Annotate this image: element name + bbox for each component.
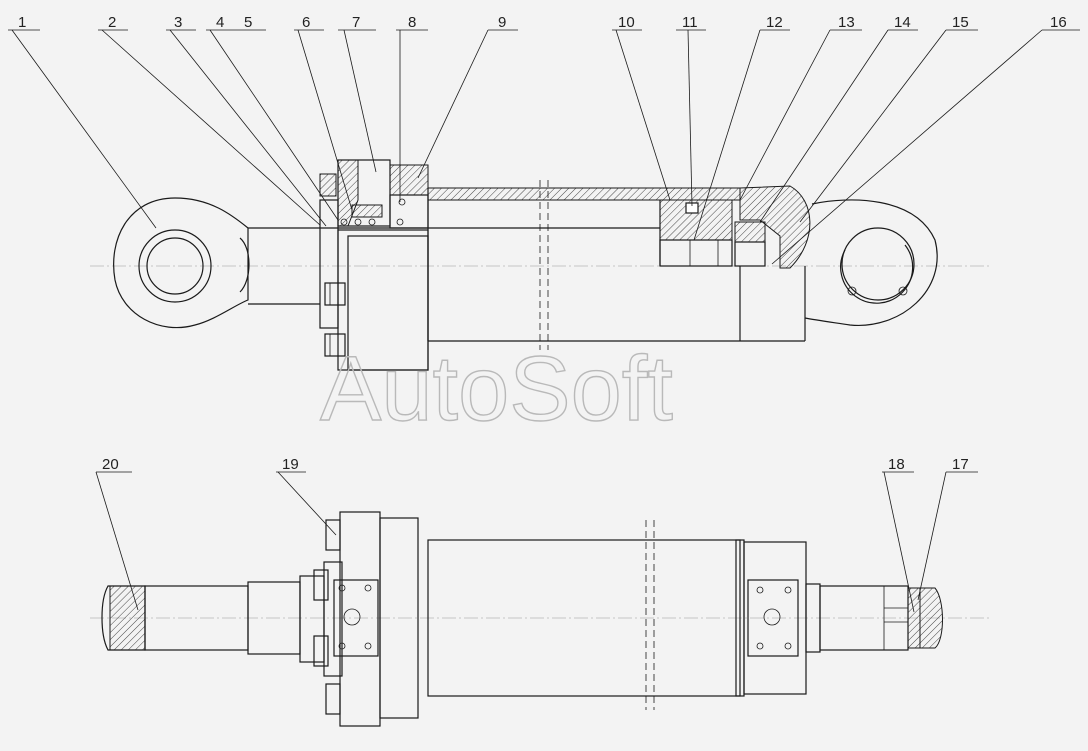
callout-14: 14 — [894, 14, 911, 31]
callout-8: 8 — [408, 14, 416, 31]
callout-16: 16 — [1050, 14, 1067, 31]
rod-eye-left — [113, 197, 660, 329]
callout-4: 4 — [216, 14, 224, 31]
callout-15: 15 — [952, 14, 969, 31]
clevis-eye-right — [804, 199, 938, 326]
callout-20: 20 — [102, 456, 119, 473]
bottom-exterior-view — [90, 471, 990, 727]
callout-18: 18 — [888, 456, 905, 473]
top-section-view — [8, 29, 1080, 371]
head-flange — [299, 511, 419, 727]
leader-lines-top — [8, 29, 1080, 265]
rod-end-left — [101, 581, 301, 655]
callout-13: 13 — [838, 14, 855, 31]
callout-3: 3 — [174, 14, 182, 31]
watermark-text: AutoSoft — [320, 338, 673, 440]
barrel-exterior — [427, 520, 745, 710]
callout-7: 7 — [352, 14, 360, 31]
callout-6: 6 — [302, 14, 310, 31]
callout-17: 17 — [952, 456, 969, 473]
callout-2: 2 — [108, 14, 116, 31]
callout-9: 9 — [498, 14, 506, 31]
callout-11: 11 — [682, 14, 698, 31]
callout-10: 10 — [618, 14, 635, 31]
callout-5: 5 — [244, 14, 252, 31]
cap-end-exterior — [743, 541, 943, 695]
cap-end — [734, 185, 811, 342]
callout-12: 12 — [766, 14, 783, 31]
callout-1: 1 — [18, 14, 26, 31]
callout-labels: 1 2 3 4 5 6 7 8 9 10 11 12 13 14 15 16 1… — [18, 14, 1067, 473]
callout-19: 19 — [282, 456, 299, 473]
leader-lines-bottom — [95, 471, 978, 613]
